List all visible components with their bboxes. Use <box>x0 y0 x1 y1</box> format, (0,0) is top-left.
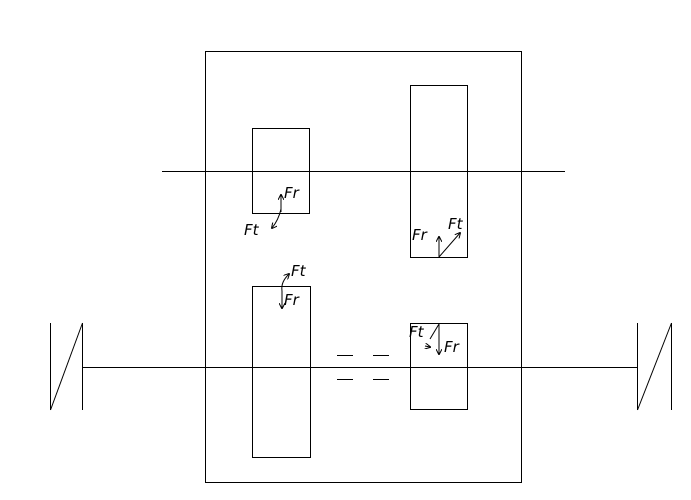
gear-lower-right-tangential-force-arrow <box>425 346 430 347</box>
gear-lower-left-fr-label: Fr <box>284 291 300 309</box>
gearbox-housing <box>205 51 522 483</box>
gear-upper-right-ft-label: Ft <box>448 215 464 233</box>
gear-upper-left-tangential-force-arrow <box>272 208 282 228</box>
shaft-coupling-marks <box>337 355 389 380</box>
gear-lower-left-tangential-force-arrow <box>281 274 289 292</box>
gear-lower-left <box>252 286 311 458</box>
gear-upper-right <box>410 85 468 258</box>
gear-upper-left-fr-label: Fr <box>284 184 300 202</box>
gear-lower-right <box>410 323 468 410</box>
gear-upper-right-tangential-force-arrow <box>438 233 460 258</box>
gear-lower-right-tangential-line <box>429 323 440 340</box>
gear-lower-left-ft-label: Ft <box>291 262 307 280</box>
gear-upper-left-ft-label: Ft <box>244 221 260 239</box>
gear-lower-right-ft-label: Ft <box>409 323 425 341</box>
right-bearing-support <box>637 322 672 411</box>
gear-upper-left <box>252 128 310 214</box>
gear-upper-right-fr-label: Fr <box>412 226 428 244</box>
gear-lower-right-fr-label: Fr <box>444 338 460 356</box>
left-bearing-support <box>50 322 83 411</box>
